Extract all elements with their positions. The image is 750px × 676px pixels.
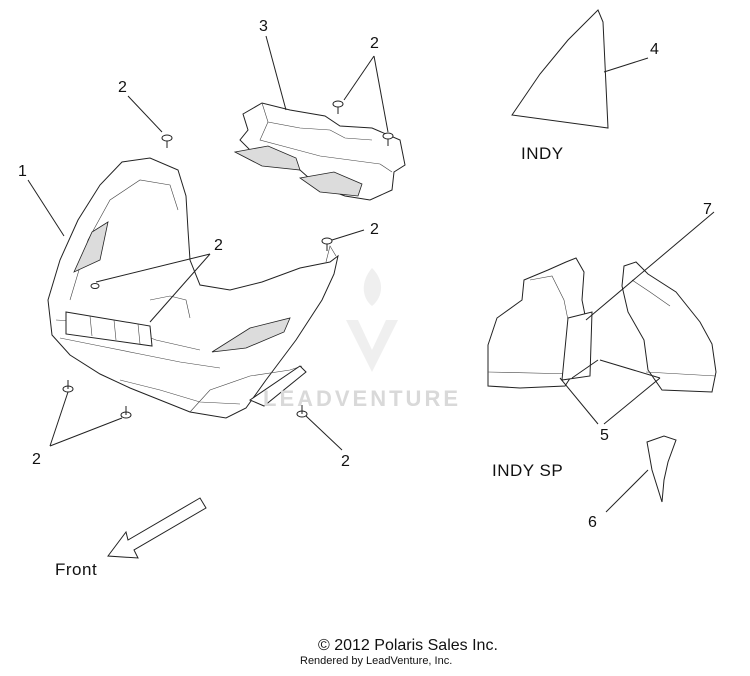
front-direction-label: Front — [55, 560, 98, 579]
rendered-by-notice: Rendered by LeadVenture, Inc. — [300, 655, 453, 667]
callout-2: 2 — [370, 221, 379, 238]
screw-icon — [321, 237, 333, 251]
screw-icon — [161, 134, 173, 148]
callout-1: 1 — [18, 163, 27, 180]
callout-4: 4 — [650, 41, 659, 58]
screw-icon — [382, 132, 394, 146]
copyright-notice: © 2012 Polaris Sales Inc. — [318, 637, 498, 654]
callout-2: 2 — [341, 453, 350, 470]
screw-icon — [90, 283, 100, 289]
callout-5: 5 — [600, 427, 609, 444]
part-2-screws — [62, 100, 394, 419]
part-1-front-nose — [47, 157, 339, 419]
screw-icon — [296, 405, 308, 418]
front-arrow-icon — [107, 497, 207, 559]
leadventure-watermark-logo — [346, 268, 398, 372]
callout-2: 2 — [118, 79, 127, 96]
part-4-indy-shield — [511, 9, 609, 129]
callout-2: 2 — [32, 451, 41, 468]
screw-icon — [120, 406, 132, 419]
screw-icon — [332, 100, 344, 114]
callout-6: 6 — [588, 514, 597, 531]
leader-lines — [27, 35, 715, 513]
part-5-side-panels — [487, 257, 717, 393]
callout-2: 2 — [370, 35, 379, 52]
callout-2: 2 — [214, 237, 223, 254]
variant-label-indy: INDY — [521, 144, 564, 163]
callout-3: 3 — [259, 18, 268, 35]
callout-7: 7 — [703, 201, 712, 218]
part-6-trim — [646, 435, 677, 503]
part-7-insert — [561, 311, 593, 381]
part-3-plate — [233, 102, 406, 201]
variant-label-indy-sp: INDY SP — [492, 461, 564, 480]
screw-icon — [62, 380, 74, 393]
watermark-text: LEADVENTURE — [263, 386, 462, 411]
